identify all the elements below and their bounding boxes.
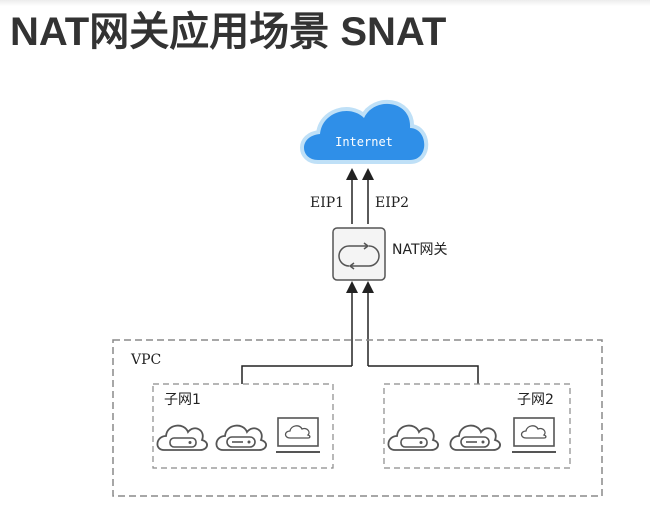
monitor-cloud-icon bbox=[276, 417, 320, 453]
page-title: NAT网关应用场景 SNAT bbox=[10, 10, 447, 54]
nat-gateway-icon bbox=[332, 227, 386, 281]
eip2-label: EIP2 bbox=[375, 195, 409, 211]
monitor-cloud-icon bbox=[512, 417, 556, 453]
subnet1-label: 子网1 bbox=[164, 392, 201, 408]
server-icon bbox=[449, 424, 501, 451]
vpc-label: VPC bbox=[130, 352, 161, 368]
server-icon bbox=[215, 424, 267, 451]
internet-cloud-icon bbox=[300, 99, 429, 164]
internet-label: Internet bbox=[335, 135, 393, 149]
cloud-server-icon bbox=[387, 424, 439, 451]
header-shadow bbox=[0, 0, 650, 6]
subnet2-boundary bbox=[383, 383, 571, 469]
cloud-server-icon bbox=[156, 424, 208, 451]
vpc-boundary bbox=[112, 339, 603, 497]
subnet2-connector bbox=[368, 365, 479, 384]
subnet2-label: 子网2 bbox=[517, 392, 554, 408]
subnet1-connector bbox=[241, 365, 352, 384]
subnet1-boundary bbox=[152, 383, 334, 469]
nat-gateway-label: NAT网关 bbox=[392, 242, 448, 258]
eip1-label: EIP1 bbox=[310, 195, 344, 211]
